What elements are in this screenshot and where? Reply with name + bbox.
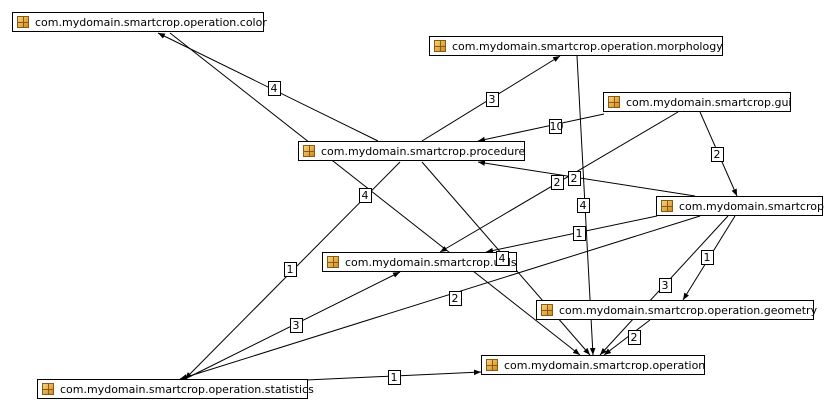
- package-icon: [17, 16, 29, 28]
- package-node-geometry[interactable]: com.mydomain.smartcrop.operation.geometr…: [536, 300, 818, 320]
- edge-count-label: 4: [495, 250, 509, 266]
- package-icon: [303, 145, 315, 157]
- edge-count-label: 1: [700, 249, 714, 265]
- package-label: com.mydomain.smartcrop.gui: [626, 95, 792, 109]
- edge-count-label: 1: [283, 261, 297, 277]
- package-icon: [434, 40, 446, 52]
- edge-count-label: 1: [572, 225, 586, 241]
- package-node-smartcrop[interactable]: com.mydomain.smartcrop: [656, 196, 824, 216]
- package-label: com.mydomain.smartcrop.procedure: [321, 144, 526, 158]
- dependency-edge-smartcrop-to-procedure: [477, 160, 696, 197]
- package-icon: [486, 359, 498, 371]
- package-node-statistics[interactable]: com.mydomain.smartcrop.operation.statist…: [37, 379, 314, 399]
- package-node-gui[interactable]: com.mydomain.smartcrop.gui: [603, 92, 791, 112]
- package-icon: [661, 200, 673, 212]
- package-label: com.mydomain.smartcrop.operation: [504, 358, 706, 372]
- package-icon: [327, 256, 339, 268]
- edge-count-label: 2: [567, 170, 581, 186]
- edge-count-label: 2: [627, 329, 641, 345]
- package-node-operation[interactable]: com.mydomain.smartcrop.operation: [481, 355, 705, 375]
- package-label: com.mydomain.smartcrop.operation.morphol…: [452, 39, 723, 53]
- dependency-edge-smartcrop-to-utils: [485, 215, 658, 254]
- dependency-edge-smartcrop-to-statistics: [179, 215, 701, 380]
- dependency-edge-gui-to-procedure: [477, 113, 605, 143]
- package-label: com.mydomain.smartcrop.operation.color: [35, 15, 267, 29]
- edge-count-label: 2: [448, 290, 462, 306]
- edge-count-label: 4: [267, 80, 281, 96]
- edge-count-label: 3: [289, 317, 303, 333]
- package-icon: [541, 304, 553, 316]
- edge-count-label: 4: [358, 187, 372, 203]
- package-label: com.mydomain.smartcrop.utils: [345, 255, 517, 269]
- edge-count-label: 2: [550, 174, 564, 190]
- edge-count-label: 3: [485, 91, 499, 107]
- edge-count-label: 4: [576, 197, 590, 213]
- package-node-morphology[interactable]: com.mydomain.smartcrop.operation.morphol…: [429, 36, 723, 56]
- package-node-utils[interactable]: com.mydomain.smartcrop.utils: [322, 252, 517, 272]
- package-label: com.mydomain.smartcrop.operation.geometr…: [559, 303, 818, 317]
- package-node-procedure[interactable]: com.mydomain.smartcrop.procedure: [298, 141, 525, 161]
- edge-count-label: 10: [548, 118, 564, 134]
- package-icon: [42, 383, 54, 395]
- dependency-edge-geometry-to-operation: [603, 319, 651, 356]
- package-label: com.mydomain.smartcrop: [679, 199, 824, 213]
- package-label: com.mydomain.smartcrop.operation.statist…: [60, 382, 314, 396]
- dependency-edge-color-to-operation: [169, 32, 581, 356]
- package-icon: [608, 96, 620, 108]
- package-node-color[interactable]: com.mydomain.smartcrop.operation.color: [12, 12, 267, 32]
- edge-count-label: 3: [658, 277, 672, 293]
- edge-count-label: 1: [387, 369, 401, 385]
- edge-count-label: 2: [710, 146, 724, 162]
